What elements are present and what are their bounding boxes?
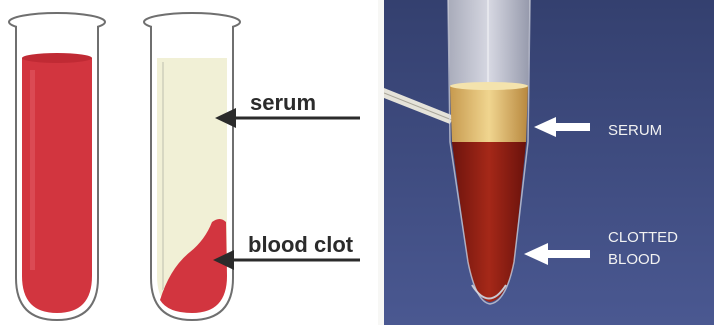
blood-clot-label: blood clot: [248, 232, 354, 257]
serum-layer: [450, 86, 528, 142]
illustration-panel: serum blood clot: [0, 0, 378, 325]
tube-1-highlight: [30, 70, 35, 270]
photo-serum-label: SERUM: [608, 122, 662, 139]
serum-label: serum: [250, 90, 316, 115]
photo-clotted-label-line2: BLOOD: [608, 251, 661, 268]
serum-meniscus: [450, 82, 528, 90]
tubes-illustration: serum blood clot: [0, 0, 378, 325]
photo-background: [384, 0, 714, 325]
whole-blood-meniscus: [22, 53, 92, 63]
photo-clot-arrow-shaft: [546, 250, 590, 258]
clotted-tube: [144, 13, 240, 320]
whole-blood-tube: [9, 13, 105, 320]
photo-illustration: SERUM CLOTTED BLOOD: [384, 0, 714, 325]
photo-clotted-label-line1: CLOTTED: [608, 229, 678, 246]
photo-panel: SERUM CLOTTED BLOOD: [384, 0, 714, 325]
photo-serum-arrow-shaft: [554, 123, 590, 131]
